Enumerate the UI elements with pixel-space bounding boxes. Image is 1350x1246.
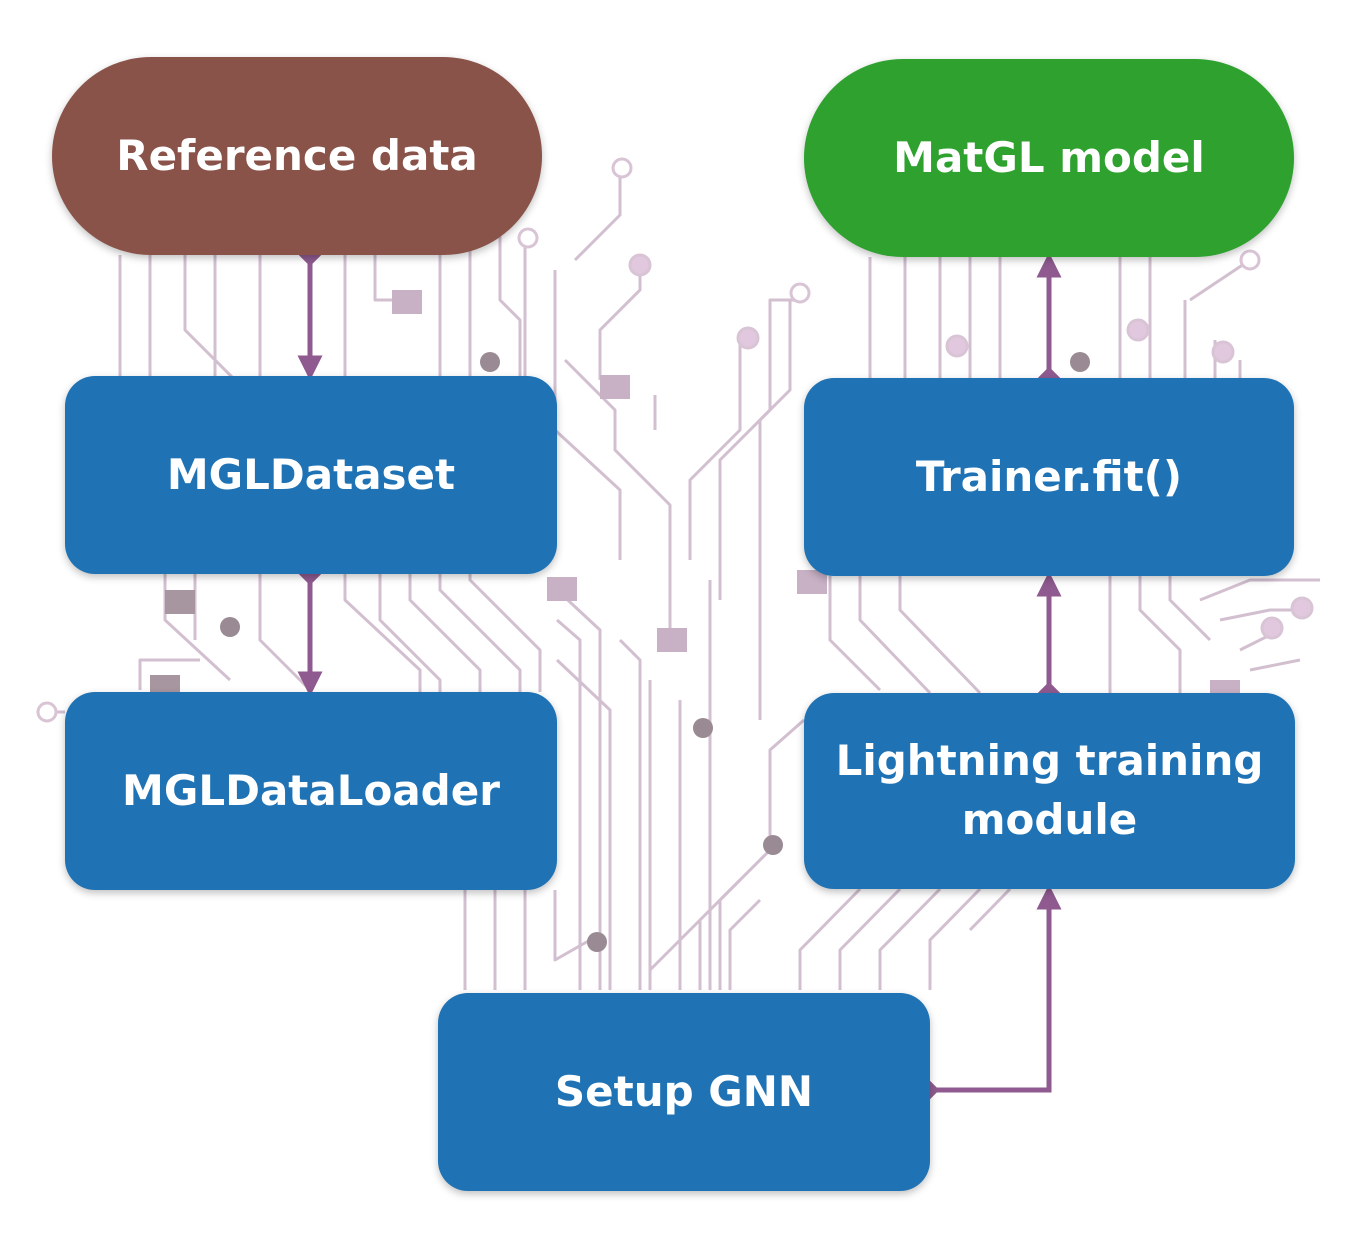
matgl-model-label: MatGL model bbox=[893, 132, 1205, 182]
trainer-fit-label: Trainer.fit() bbox=[915, 451, 1183, 501]
trainer-fit-node: Trainer.fit() bbox=[804, 378, 1294, 576]
mgl-dataset-node: MGLDataset bbox=[65, 376, 557, 574]
mgl-dataloader-node: MGLDataLoader bbox=[65, 692, 557, 890]
lightning-training-module-label: Lightning training module bbox=[835, 736, 1264, 844]
mgl-dataset-label: MGLDataset bbox=[166, 449, 456, 499]
setup-gnn-node: Setup GNN bbox=[438, 993, 930, 1191]
mgl-dataloader-label: MGLDataLoader bbox=[122, 765, 500, 815]
reference-data-node: Reference data bbox=[52, 57, 542, 255]
lightning-training-module-node: Lightning training module bbox=[804, 693, 1295, 889]
matgl-model-node: MatGL model bbox=[804, 59, 1294, 257]
reference-data-label: Reference data bbox=[116, 130, 478, 180]
setup-gnn-label: Setup GNN bbox=[554, 1066, 814, 1116]
